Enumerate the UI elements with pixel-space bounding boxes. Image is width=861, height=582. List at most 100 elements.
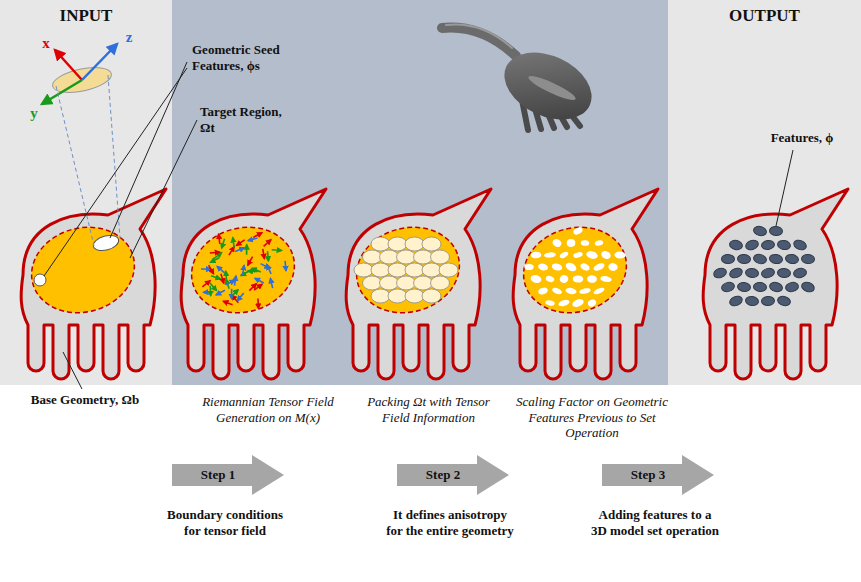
packed-cell	[439, 263, 458, 277]
leader-line	[110, 62, 187, 238]
step-label: Step 2	[391, 455, 495, 495]
scaled-feature	[537, 287, 548, 296]
packed-cell	[405, 237, 424, 251]
tensor-arrow	[225, 271, 228, 281]
target-region	[347, 216, 469, 324]
scaled-feature	[531, 252, 542, 259]
tensor-arrow	[234, 276, 236, 286]
tensor-arrow	[211, 276, 220, 279]
packed-cell	[422, 237, 441, 251]
packed-cell	[380, 250, 399, 264]
tensor-arrow	[235, 248, 244, 252]
scaled-feature	[600, 249, 612, 260]
feature-hole	[777, 295, 792, 307]
scaled-feature	[571, 298, 584, 309]
callout-label: Target Region, Ωt	[200, 104, 290, 135]
step-description: Boundary conditions for tensor field	[160, 507, 290, 538]
spoon-illustration	[442, 24, 602, 132]
tensor-arrow	[270, 278, 272, 288]
feature-hole	[737, 254, 751, 264]
leader-line	[130, 120, 197, 258]
scaled-feature	[579, 287, 591, 295]
feature-hole	[737, 282, 751, 292]
step-arrow: Step 3 Adding features to a 3D model set …	[590, 455, 720, 538]
tensor-arrow	[217, 266, 225, 273]
scaled-feature	[537, 263, 548, 272]
scaled-feature	[530, 274, 543, 285]
feature-hole	[761, 240, 775, 251]
feature-hole	[785, 253, 800, 264]
packed-cell	[371, 289, 390, 303]
tensor-arrow	[216, 290, 225, 295]
callout-label: Geometric Seed Features, ϕs	[192, 42, 310, 73]
feature-hole	[721, 281, 736, 293]
packed-cell	[363, 250, 382, 264]
scaled-feature	[559, 251, 570, 260]
illustration-part	[446, 24, 512, 48]
tensor-arrow	[203, 291, 213, 293]
leader-lines	[44, 62, 793, 389]
tensor-arrow	[201, 268, 211, 270]
feature-hole	[793, 267, 808, 279]
illustration-part	[494, 39, 603, 132]
packed-cell	[431, 250, 450, 264]
packed-cell	[397, 276, 416, 290]
tensor-arrow	[261, 264, 270, 269]
packed-cell	[371, 237, 390, 251]
packed-cell	[371, 263, 390, 277]
tensor-arrow	[209, 286, 211, 296]
tensor-arrow	[222, 239, 225, 249]
feature-hole	[792, 238, 807, 251]
axis-label: y	[26, 104, 42, 122]
scaled-feature	[544, 252, 556, 258]
scaled-feature	[593, 286, 606, 295]
packed-cell	[388, 263, 407, 277]
seed-feature	[92, 233, 121, 253]
feature-hole	[785, 281, 800, 293]
feature-hole	[712, 267, 727, 280]
panel-heading: OUTPUT	[668, 0, 861, 26]
base-geometry	[181, 189, 326, 379]
tensor-arrow	[248, 238, 258, 241]
tensor-arrow	[233, 237, 234, 247]
feature-hole	[753, 282, 767, 292]
leader-line	[63, 352, 82, 389]
seed-axes	[42, 44, 117, 104]
step-caption: Scaling Factor on Geometric Features Pre…	[504, 394, 680, 441]
tensor-arrow	[219, 234, 220, 244]
feature-hole	[728, 294, 743, 307]
base-geometry	[703, 189, 848, 379]
tensor-arrow	[231, 289, 233, 299]
tensor-arrow	[272, 249, 282, 251]
scaled-feature	[592, 262, 605, 273]
callout-label: Base Geometry, Ωb	[20, 392, 150, 408]
axis-label: x	[38, 34, 54, 52]
feature-hole	[721, 254, 734, 264]
base-geometry-outline	[703, 189, 848, 379]
tensor-arrow	[202, 281, 210, 287]
tensor-arrow	[226, 280, 235, 285]
step-description: It defines anisotropy for the entire geo…	[385, 507, 515, 538]
tensor-arrow	[284, 261, 287, 271]
scaled-feature	[594, 239, 604, 246]
base-geometry	[513, 189, 658, 379]
tensor-arrow	[267, 251, 269, 261]
feature-hole	[777, 239, 791, 250]
scaled-feature	[559, 274, 569, 284]
feature-hole	[745, 268, 759, 278]
tensor-arrow	[210, 251, 220, 254]
scaled-feature	[551, 286, 563, 295]
tensor-arrow	[264, 240, 271, 247]
callout-label: Features, ϕ	[752, 130, 852, 146]
scaled-feature	[600, 275, 612, 283]
packed-cell	[388, 289, 407, 303]
feature-hole	[761, 267, 776, 279]
tensor-arrow	[255, 278, 264, 283]
tensor-arrow	[229, 247, 234, 256]
tensor-arrow	[252, 268, 261, 272]
tensor-arrow	[223, 301, 232, 305]
step-description: Adding features to a 3D model set operat…	[590, 507, 720, 538]
base-geometry-outline	[21, 189, 166, 379]
tensor-arrow	[237, 293, 243, 301]
step-label: Step 3	[596, 455, 700, 495]
